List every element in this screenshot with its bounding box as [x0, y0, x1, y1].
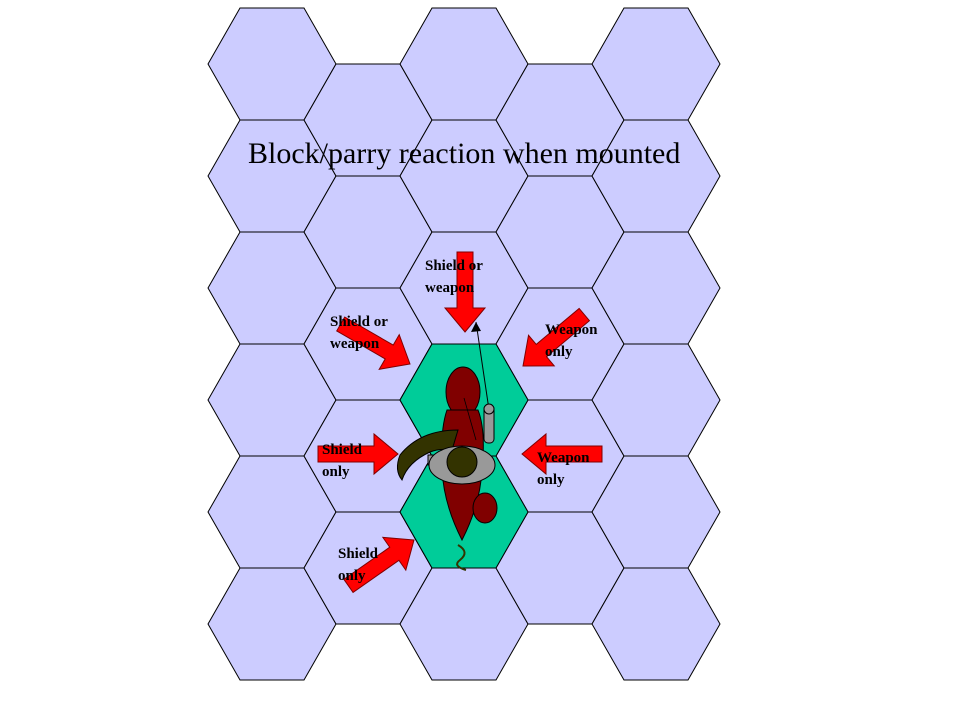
label-right: Weapon only [537, 450, 590, 488]
red-arrow-icon [343, 536, 415, 594]
rider-icon [427, 403, 496, 485]
page-title: Block/parry reaction when mounted [248, 137, 681, 170]
label-front-right: Weapon only [545, 322, 598, 360]
red-arrow-icon [336, 316, 411, 370]
red-arrow-icon [522, 307, 591, 367]
label-left: Shield only [322, 442, 363, 480]
hex-cell [591, 567, 721, 681]
red-arrow-icon [317, 432, 399, 476]
label-front-left: Shield or weapon [330, 314, 388, 352]
label-front: Shield or weapon [425, 258, 483, 296]
red-arrow-icon [521, 432, 603, 476]
shield-icon [396, 429, 459, 482]
label-rear-left: Shield only [338, 546, 379, 584]
red-arrow-icon [443, 251, 487, 333]
